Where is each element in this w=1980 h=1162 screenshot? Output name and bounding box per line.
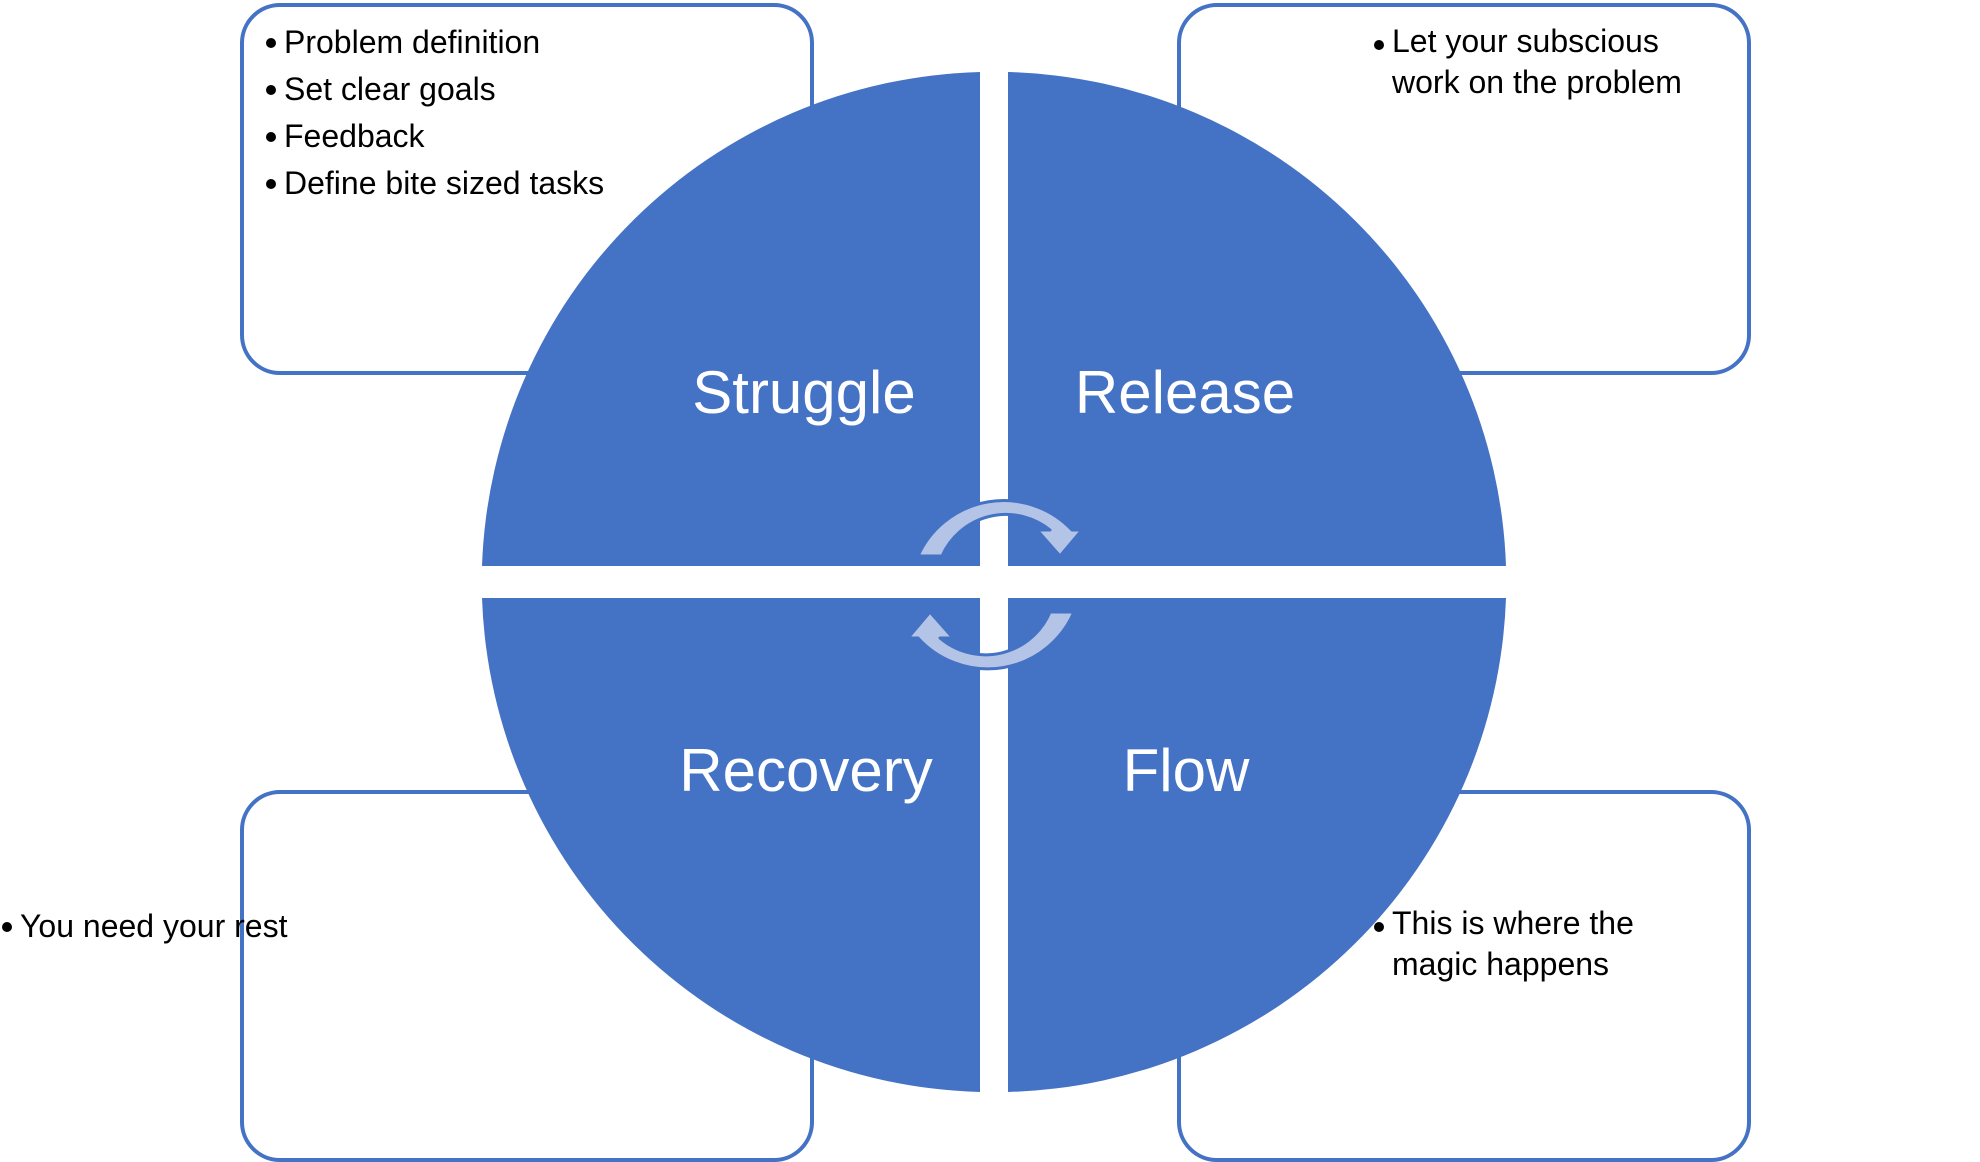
label-struggle: Struggle: [692, 359, 915, 426]
bullet-item: Define bite sized tasks: [264, 160, 604, 207]
label-flow: Flow: [1123, 737, 1250, 804]
circular-arrows-icon: [906, 499, 1084, 671]
card-recovery-bullets: You need your rest: [0, 903, 287, 950]
bullet-item: You need your rest: [0, 903, 287, 950]
label-recovery: Recovery: [679, 737, 932, 804]
quadrant-recovery: [482, 598, 980, 1092]
arrow-bottom: [906, 610, 1076, 671]
arrow-top: [916, 499, 1084, 558]
bullet-item: Feedback: [264, 113, 604, 160]
card-struggle-bullets: Problem definition Set clear goals Feedb…: [264, 19, 604, 207]
bullet-item: Problem definition: [264, 19, 604, 66]
quadrant-struggle: [482, 72, 980, 566]
card-release-bullets: Let your subscious work on the problem: [1372, 21, 1722, 103]
quadrant-release: [1008, 72, 1506, 566]
bullet-item: Set clear goals: [264, 66, 604, 113]
bullet-item: Let your subscious work on the problem: [1372, 21, 1722, 103]
quadrant-flow: [1008, 598, 1506, 1092]
card-flow-bullets: This is where the magic happens: [1372, 903, 1692, 985]
bullet-item: This is where the magic happens: [1372, 903, 1692, 985]
label-release: Release: [1075, 359, 1295, 426]
